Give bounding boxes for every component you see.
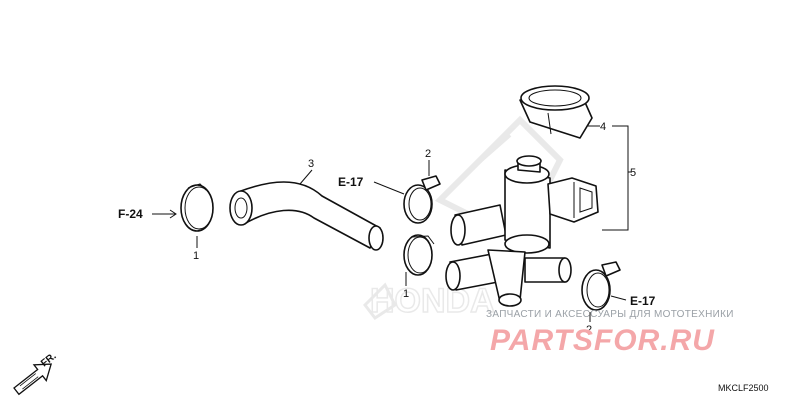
spring-clip-part-2-lower — [581, 261, 621, 311]
callout-5: 5 — [630, 167, 636, 179]
valve-body-part-5 — [445, 155, 599, 307]
ref-e17-top: E-17 — [338, 175, 364, 189]
front-direction-arrow — [13, 363, 53, 396]
hose-clamp-part-1-left — [180, 183, 214, 232]
callout-1-left: 1 — [193, 250, 199, 262]
callout-2-upper: 2 — [425, 148, 431, 160]
ref-f24-arrow — [152, 209, 177, 219]
callout-1-middle: 1 — [403, 288, 409, 300]
callout-3: 3 — [308, 158, 314, 170]
ref-e17-bottom: E-17 — [630, 294, 656, 308]
callout-4: 4 — [600, 121, 606, 133]
leader-lines — [196, 125, 632, 322]
watermark-site: PARTSFOR.RU — [490, 324, 715, 357]
svg-text:HONDA: HONDA — [370, 282, 495, 320]
hose-clamp-part-1-middle — [403, 234, 435, 276]
spring-clip-part-2-upper — [403, 175, 441, 224]
ref-f24: F-24 — [118, 207, 143, 221]
callout-2-lower: 2 — [586, 324, 592, 336]
hose-part-3 — [229, 181, 384, 251]
diagram-code: MKCLF2500 — [718, 383, 769, 393]
watermark-top-line: ЗАПЧАСТИ И АКСЕССУАРЫ ДЛЯ МОТОТЕХНИКИ — [486, 309, 734, 320]
rubber-cap-part-4 — [519, 85, 593, 139]
